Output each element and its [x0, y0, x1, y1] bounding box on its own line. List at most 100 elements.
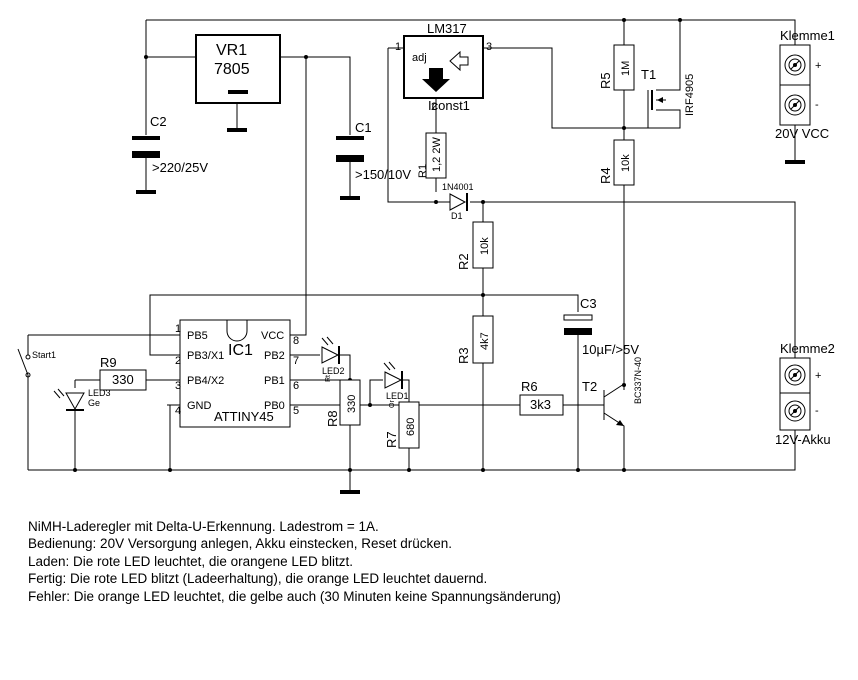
output-arrow-icon: [422, 68, 450, 92]
terminal-klemme2: Klemme2 + - 12V-Akku: [775, 341, 835, 447]
led1-ref: LED1: [386, 391, 409, 401]
resistor-r7: 680 R7: [384, 401, 420, 449]
c3-value: 10µF/>5V: [582, 342, 639, 357]
r5-value: 1M: [620, 61, 632, 76]
ic1-pin-num: 1: [175, 323, 181, 335]
r2-value: 10k: [479, 237, 491, 255]
transistor-t2: T2 BC337N-40: [582, 357, 643, 426]
klemme2-plus: +: [815, 370, 821, 382]
klemme1-minus: -: [815, 99, 819, 111]
r6-ref: R6: [521, 379, 538, 394]
diode-d1: 1N4001 D1: [442, 182, 474, 221]
r2-ref: R2: [456, 253, 471, 270]
light-rays-icon: [321, 336, 334, 346]
capacitor-c3: C3 10µF/>5V: [563, 296, 639, 357]
r8-value: 330: [346, 395, 358, 413]
junction-dots: [73, 18, 682, 472]
lm317-pin2: 2: [431, 101, 437, 113]
klemme1-ref: Klemme1: [780, 28, 835, 43]
klemme1-label: 20V VCC: [775, 126, 829, 141]
note-line: Bedienung: 20V Versorgung anlegen, Akku …: [28, 536, 453, 552]
klemme2-minus: -: [815, 405, 819, 417]
led2-color: Rt: [325, 375, 332, 382]
ic1-pin-num: 4: [175, 405, 181, 417]
transistor-t1: T1 IRF4905: [641, 67, 696, 128]
ic1-ref: IC1: [228, 342, 253, 359]
t2-ref: T2: [582, 379, 597, 394]
ic1-pin-name: PB0: [264, 400, 285, 412]
input-arrow-icon: [449, 50, 469, 72]
r4-ref: R4: [598, 167, 613, 184]
lm317-pin1: 1: [395, 41, 401, 53]
r8-ref: R8: [325, 410, 340, 427]
ic1-pin-name: PB5: [187, 330, 208, 342]
t1-value: IRF4905: [684, 74, 696, 116]
klemme2-ref: Klemme2: [780, 341, 835, 356]
light-rays-icon: [383, 361, 396, 371]
resistor-r4: 10k R4: [598, 139, 635, 186]
note-line: NiMH-Laderegler mit Delta-U-Erkennung. L…: [28, 519, 379, 534]
r1-value: 1,2 2W: [431, 137, 443, 172]
regulator-lm317: LM317 1 adj 3 2 Iconst1: [395, 21, 492, 113]
note-line: Laden: Die rote LED leuchtet, die orange…: [28, 553, 353, 569]
ic1-pin-num: 2: [175, 355, 181, 367]
c1-ref: C1: [355, 120, 372, 135]
led-led3: LED3 Ge: [53, 388, 111, 411]
r4-value: 10k: [620, 154, 632, 172]
r1-ref: R1: [417, 164, 429, 178]
ic1-pin-name: GND: [187, 400, 212, 412]
regulator-vr1: VR1 7805: [195, 34, 281, 104]
c2-ref: C2: [150, 114, 167, 129]
resistor-r9: 330 R9: [99, 355, 147, 391]
r7-value: 680: [405, 418, 417, 436]
klemme1-plus: +: [815, 60, 821, 72]
vr1-value: 7805: [214, 61, 250, 78]
start1-ref: Start1: [32, 350, 56, 360]
ic1-pin-num: 3: [175, 380, 181, 392]
c2-value: >220/25V: [152, 160, 208, 175]
ic1-pin-name: PB1: [264, 375, 285, 387]
pushbutton-start1: Start1: [17, 348, 56, 378]
resistor-r5: 1M R5: [598, 44, 635, 91]
resistor-r8: 330 R8: [325, 379, 361, 427]
r7-ref: R7: [384, 431, 399, 448]
description-notes: NiMH-Laderegler mit Delta-U-Erkennung. L…: [28, 518, 828, 605]
led3-color: Ge: [88, 398, 100, 408]
capacitor-c1: C1 >150/10V: [336, 120, 411, 182]
r3-value: 4k7: [479, 332, 491, 350]
r3-ref: R3: [456, 347, 471, 364]
vr1-ref: VR1: [216, 42, 247, 59]
klemme2-label: 12V-Akku: [775, 432, 831, 447]
lm317-label: Iconst1: [428, 98, 470, 113]
resistor-r1: 1,2 2W R1: [417, 132, 447, 179]
led-led2: LED2 Rt: [321, 336, 345, 382]
ic1-part: ATTINY45: [214, 409, 274, 424]
capacitor-c2: C2 >220/25V: [132, 114, 208, 175]
lm317-ref: LM317: [427, 21, 467, 36]
resistor-r6: 3k3 R6: [519, 379, 564, 416]
t2-value: BC337N-40: [633, 357, 643, 404]
d1-value: 1N4001: [442, 182, 474, 192]
resistor-r3: 4k7 R3: [456, 315, 494, 364]
led2-ref: LED2: [322, 366, 345, 376]
c3-ref: C3: [580, 296, 597, 311]
ground-symbols: [136, 128, 805, 494]
wires: [27, 19, 796, 490]
r9-value: 330: [112, 372, 134, 387]
t1-ref: T1: [641, 67, 656, 82]
terminal-klemme1: Klemme1 + - 20V VCC: [775, 28, 835, 141]
ic1-pin-num: 7: [293, 355, 299, 367]
led1-color: Or: [389, 400, 396, 408]
d1-ref: D1: [451, 211, 463, 221]
r6-value: 3k3: [530, 397, 551, 412]
ic1-pin-num: 8: [293, 335, 299, 347]
ic1-pin-name: PB3/X1: [187, 350, 224, 362]
led3-ref: LED3: [88, 388, 111, 398]
led-led1: LED1 Or: [383, 361, 409, 408]
lm317-adj-label: adj: [412, 52, 427, 64]
r9-ref: R9: [100, 355, 117, 370]
note-line: Fertig: Die rote LED blitzt (Ladeerhaltu…: [28, 571, 488, 587]
ic-attiny45: IC1 ATTINY45 1 PB5 2 PB3/X1 3 PB4/X2 4 G…: [167, 319, 299, 428]
light-rays-icon: [53, 388, 65, 399]
